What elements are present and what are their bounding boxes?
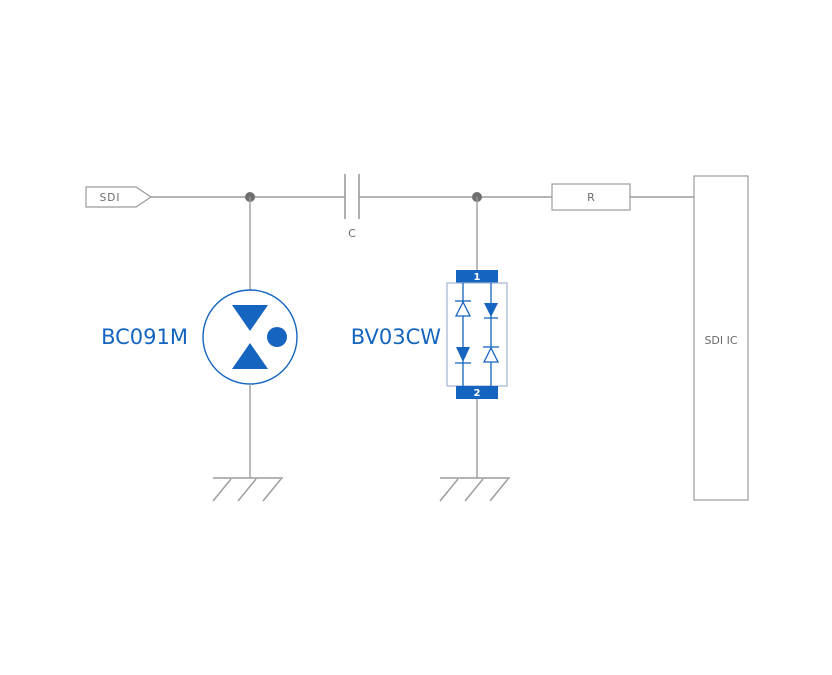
bv03cw-terminal-bottom <box>456 386 498 399</box>
capacitor-label: C <box>348 227 356 240</box>
resistor-label: R <box>587 191 595 204</box>
bv03cw-diode-tr-icon <box>484 303 498 317</box>
bc091m-label: BC091M <box>101 325 188 349</box>
ground-hatch-1 <box>212 478 232 502</box>
bv03cw-label: BV03CW <box>351 325 442 349</box>
bv03cw-diode-br-icon <box>482 346 500 363</box>
sdi-ic: SDI IC <box>693 175 749 501</box>
ground-hatch-1 <box>439 478 459 502</box>
resistor-body <box>551 183 631 211</box>
bv03cw-body <box>446 282 508 387</box>
bc091m-diode-down-icon <box>232 305 268 331</box>
ground-hatch-2 <box>464 478 484 502</box>
sdi-ic-body <box>693 175 749 501</box>
bc091m-diode-up-icon <box>232 343 268 369</box>
bv03cw-pin2-label: 2 <box>474 388 481 399</box>
bv03cw-diode-tl-icon <box>454 300 472 317</box>
diode-array-bv03cw: 1 2 BV03CW <box>351 197 508 478</box>
ground-hatch-3 <box>262 478 282 502</box>
bv03cw-diode-bl-icon <box>456 347 470 362</box>
bv03cw-terminal-top <box>456 270 498 283</box>
ground-hatch-2 <box>237 478 257 502</box>
bc091m-dot-icon <box>267 327 287 347</box>
net-flag-label: SDI <box>100 192 121 204</box>
ground-symbol-right <box>439 477 510 502</box>
capacitor: C <box>344 174 360 240</box>
ground-hatch-3 <box>489 478 509 502</box>
resistor: R <box>551 183 631 211</box>
sdi-net-flag: SDI <box>85 186 153 208</box>
sdi-ic-label: SDI IC <box>704 334 737 347</box>
ground-symbol-left <box>212 477 283 502</box>
net-flag-shape <box>85 186 153 208</box>
bv03cw-pin1-label: 1 <box>474 272 481 283</box>
esd-diode-bc091m: BC091M <box>101 197 298 478</box>
